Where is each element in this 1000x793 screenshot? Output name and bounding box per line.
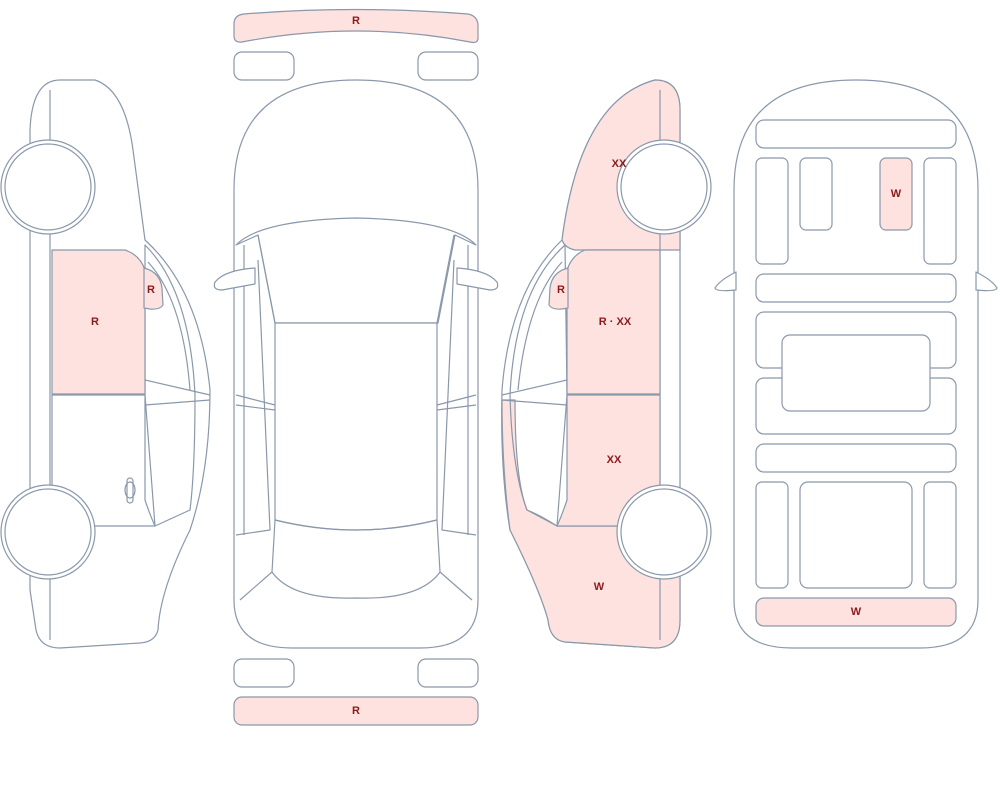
- right-mirror[interactable]: [548, 267, 569, 310]
- right-rear-wheel[interactable]: [616, 484, 712, 580]
- right-window-inner: [517, 261, 563, 391]
- roof[interactable]: [274, 322, 438, 531]
- left-mirror-label: R: [147, 284, 155, 296]
- right-mirror-label: R: [557, 284, 565, 296]
- right-front-wheel[interactable]: [616, 139, 712, 235]
- left-pillar-line-1: [144, 379, 211, 396]
- right-pillar-line-2: [501, 399, 568, 406]
- left-handle-ring: [124, 481, 136, 499]
- right-front-rim: [620, 143, 708, 231]
- interior-left-mirror[interactable]: [714, 271, 737, 292]
- left-window-frame: [144, 244, 196, 527]
- right-front-fender-label: XX: [612, 158, 627, 170]
- top-left-mirror[interactable]: [213, 267, 256, 291]
- windshield: [235, 217, 477, 324]
- right-side-view: XX R R · XX XX W: [501, 79, 712, 649]
- right-rear-door-label: XX: [607, 454, 622, 466]
- left-rear-rim: [4, 488, 92, 576]
- front-left-seat[interactable]: [799, 157, 833, 231]
- rear-window: [271, 519, 441, 599]
- right-pillar-line-1: [501, 379, 568, 396]
- left-front-door-label: R: [91, 316, 99, 328]
- top-view: R R: [213, 8, 499, 726]
- right-rear-quarter-label: W: [594, 581, 605, 593]
- front-right-seat-label: W: [891, 188, 902, 200]
- top-left-b-pillar: [235, 394, 276, 411]
- front-right-seat[interactable]: [879, 157, 913, 231]
- rear-right-pillar: [439, 571, 473, 601]
- left-pillar-line-2: [144, 399, 211, 406]
- interior-view: W W: [714, 79, 998, 649]
- front-left-door-trim[interactable]: [755, 157, 789, 265]
- cargo-floor[interactable]: [799, 481, 913, 589]
- rear-trim-panel-label: W: [851, 606, 862, 618]
- left-mirror[interactable]: [143, 267, 164, 310]
- cargo-right-trim[interactable]: [923, 481, 957, 589]
- interior-right-mirror[interactable]: [975, 271, 998, 292]
- left-front-rim: [4, 143, 92, 231]
- left-side-view: R R: [0, 79, 211, 649]
- center-console[interactable]: [755, 273, 957, 303]
- front-bumper[interactable]: [233, 8, 479, 44]
- front-right-door-trim[interactable]: [923, 157, 957, 265]
- top-right-door-line: [441, 259, 477, 536]
- a-pillar-right: [436, 234, 455, 324]
- cargo-left-trim[interactable]: [755, 481, 789, 589]
- rear-right-light[interactable]: [417, 658, 479, 688]
- rear-trim-panel[interactable]: [755, 597, 957, 627]
- left-front-door[interactable]: [51, 249, 146, 395]
- left-rear-wheel[interactable]: [0, 484, 96, 580]
- rear-left-pillar: [239, 571, 273, 601]
- rear-left-light[interactable]: [233, 658, 295, 688]
- dashboard[interactable]: [755, 119, 957, 149]
- left-window-inner: [147, 261, 191, 391]
- right-rear-rim: [620, 488, 708, 576]
- right-window-frame: [509, 244, 568, 527]
- front-left-light[interactable]: [233, 51, 295, 81]
- rear-seat[interactable]: [781, 334, 931, 412]
- left-door-handle[interactable]: [126, 477, 134, 504]
- front-bumper-label: R: [352, 15, 360, 27]
- a-pillar-left: [257, 234, 276, 324]
- rear-bumper-label: R: [352, 705, 360, 717]
- right-front-door[interactable]: [566, 249, 661, 395]
- right-front-door-label: R · XX: [599, 316, 632, 328]
- top-right-mirror[interactable]: [456, 267, 499, 291]
- front-right-light[interactable]: [417, 51, 479, 81]
- top-right-b-pillar: [436, 394, 477, 411]
- left-front-wheel[interactable]: [0, 139, 96, 235]
- top-left-door-line: [235, 259, 271, 536]
- rear-bumper[interactable]: [233, 696, 479, 726]
- rear-shelf[interactable]: [755, 443, 957, 473]
